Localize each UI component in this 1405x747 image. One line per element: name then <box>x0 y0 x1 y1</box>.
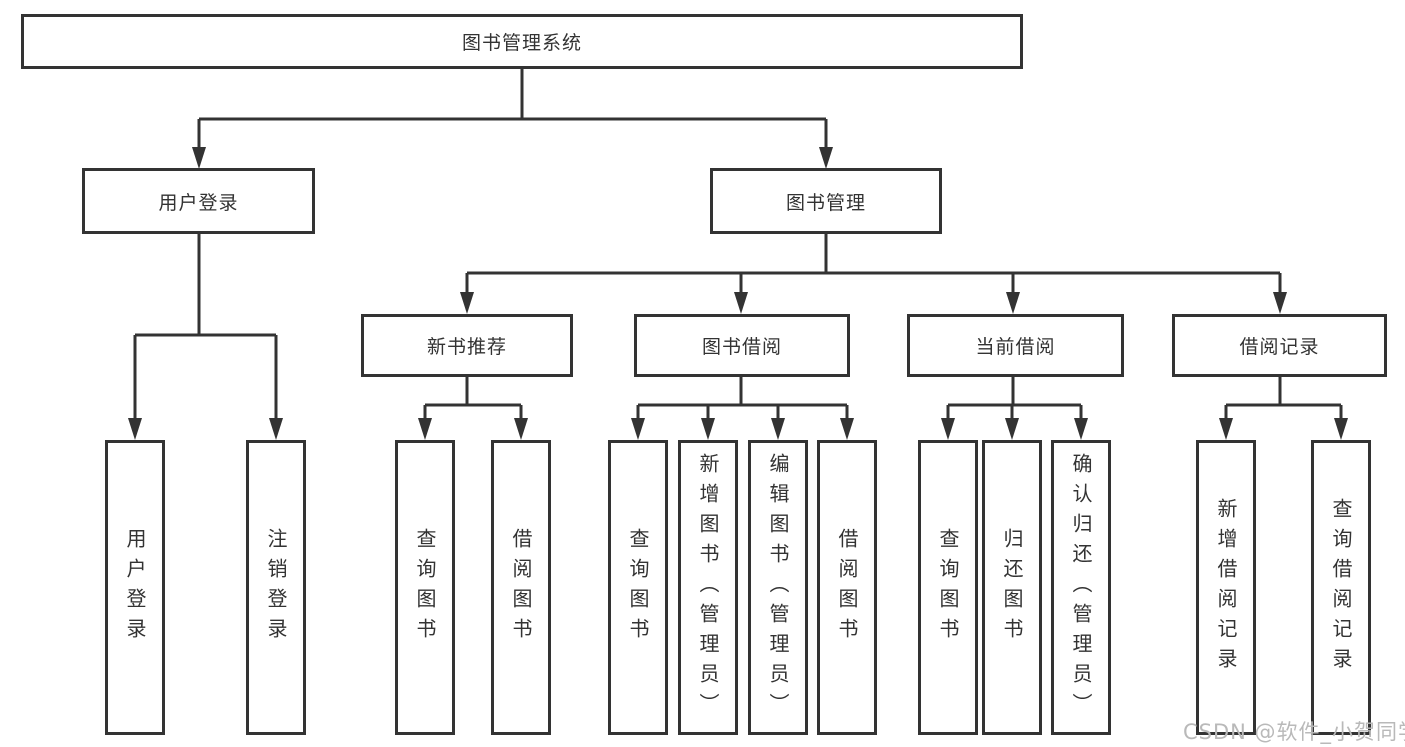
leaf-logout-login-label: 注销登录 <box>264 527 288 648</box>
node-new-book-recommendation: 新书推荐 <box>361 314 573 377</box>
node-book-borrowing: 图书借阅 <box>634 314 850 377</box>
arrowhead-icon <box>192 147 206 169</box>
connector-book-management-branch <box>460 234 1287 314</box>
connector-book-borrow-branch <box>631 377 854 440</box>
connector-borrow-record-branch <box>1219 377 1348 440</box>
leaf-return-books-label: 归还图书 <box>1000 527 1024 648</box>
leaf-add-books-admin: 新增图书（管理员） <box>678 440 738 735</box>
arrowhead-icon <box>1006 292 1020 314</box>
node-user-login: 用户登录 <box>82 168 315 234</box>
connector-current-borrow-branch <box>941 377 1088 440</box>
node-library-management-system-label: 图书管理系统 <box>461 32 582 54</box>
csdn-watermark: CSDN @软件_小贺同学 <box>1183 720 1405 744</box>
connector-new-book-branch <box>418 377 528 440</box>
arrowhead-icon <box>771 418 785 440</box>
leaf-borrow-books: 借阅图书 <box>817 440 877 735</box>
arrowhead-icon <box>1074 418 1088 440</box>
leaf-query-borrow-record-label: 查询借阅记录 <box>1329 497 1353 678</box>
arrowhead-icon <box>1334 418 1348 440</box>
leaf-query-books-recommend-label: 查询图书 <box>413 527 437 648</box>
connector-user-login-branch <box>128 234 283 440</box>
leaf-query-borrow-record: 查询借阅记录 <box>1311 440 1371 735</box>
leaf-edit-books-admin: 编辑图书（管理员） <box>748 440 808 735</box>
leaf-query-books-borrow-label: 查询图书 <box>626 527 650 648</box>
leaf-logout-login: 注销登录 <box>246 440 306 735</box>
arrowhead-icon <box>1219 418 1233 440</box>
arrowhead-icon <box>418 418 432 440</box>
arrowhead-icon <box>819 147 833 169</box>
arrowhead-icon <box>269 418 283 440</box>
node-library-management-system: 图书管理系统 <box>21 14 1023 69</box>
leaf-edit-books-admin-label: 编辑图书（管理员） <box>766 452 790 723</box>
node-borrowing-records-label: 借阅记录 <box>1239 336 1320 358</box>
leaf-borrow-books-recommend-label: 借阅图书 <box>509 527 533 648</box>
leaf-query-books-current-label: 查询图书 <box>936 527 960 648</box>
arrowhead-icon <box>1273 292 1287 314</box>
node-user-login-label: 用户登录 <box>158 191 239 214</box>
leaf-add-borrow-record-label: 新增借阅记录 <box>1214 497 1238 678</box>
arrowhead-icon <box>514 418 528 440</box>
arrowhead-icon <box>631 418 645 440</box>
arrowhead-icon <box>840 418 854 440</box>
leaf-confirm-return-admin-label: 确认归还（管理员） <box>1069 452 1093 723</box>
leaf-query-books-current: 查询图书 <box>918 440 978 735</box>
node-book-management: 图书管理 <box>710 168 942 234</box>
leaf-query-books-borrow: 查询图书 <box>608 440 668 735</box>
leaf-confirm-return-admin: 确认归还（管理员） <box>1051 440 1111 735</box>
arrowhead-icon <box>128 418 142 440</box>
node-current-borrowing-label: 当前借阅 <box>975 336 1056 358</box>
node-book-borrowing-label: 图书借阅 <box>701 336 782 358</box>
leaf-return-books: 归还图书 <box>982 440 1042 735</box>
leaf-borrow-books-recommend: 借阅图书 <box>491 440 551 735</box>
leaf-query-books-recommend: 查询图书 <box>395 440 455 735</box>
arrowhead-icon <box>701 418 715 440</box>
arrowhead-icon <box>941 418 955 440</box>
connector-root-branch <box>192 69 833 169</box>
node-book-management-label: 图书管理 <box>785 191 866 214</box>
leaf-user-login-label: 用户登录 <box>123 527 147 648</box>
arrowhead-icon <box>1005 418 1019 440</box>
leaf-borrow-books-label: 借阅图书 <box>835 527 859 648</box>
leaf-add-borrow-record: 新增借阅记录 <box>1196 440 1256 735</box>
leaf-add-books-admin-label: 新增图书（管理员） <box>696 452 720 723</box>
node-current-borrowing: 当前借阅 <box>907 314 1124 377</box>
arrowhead-icon <box>460 292 474 314</box>
arrowhead-icon <box>734 292 748 314</box>
leaf-user-login: 用户登录 <box>105 440 165 735</box>
node-borrowing-records: 借阅记录 <box>1172 314 1387 377</box>
node-new-book-recommendation-label: 新书推荐 <box>426 336 507 358</box>
